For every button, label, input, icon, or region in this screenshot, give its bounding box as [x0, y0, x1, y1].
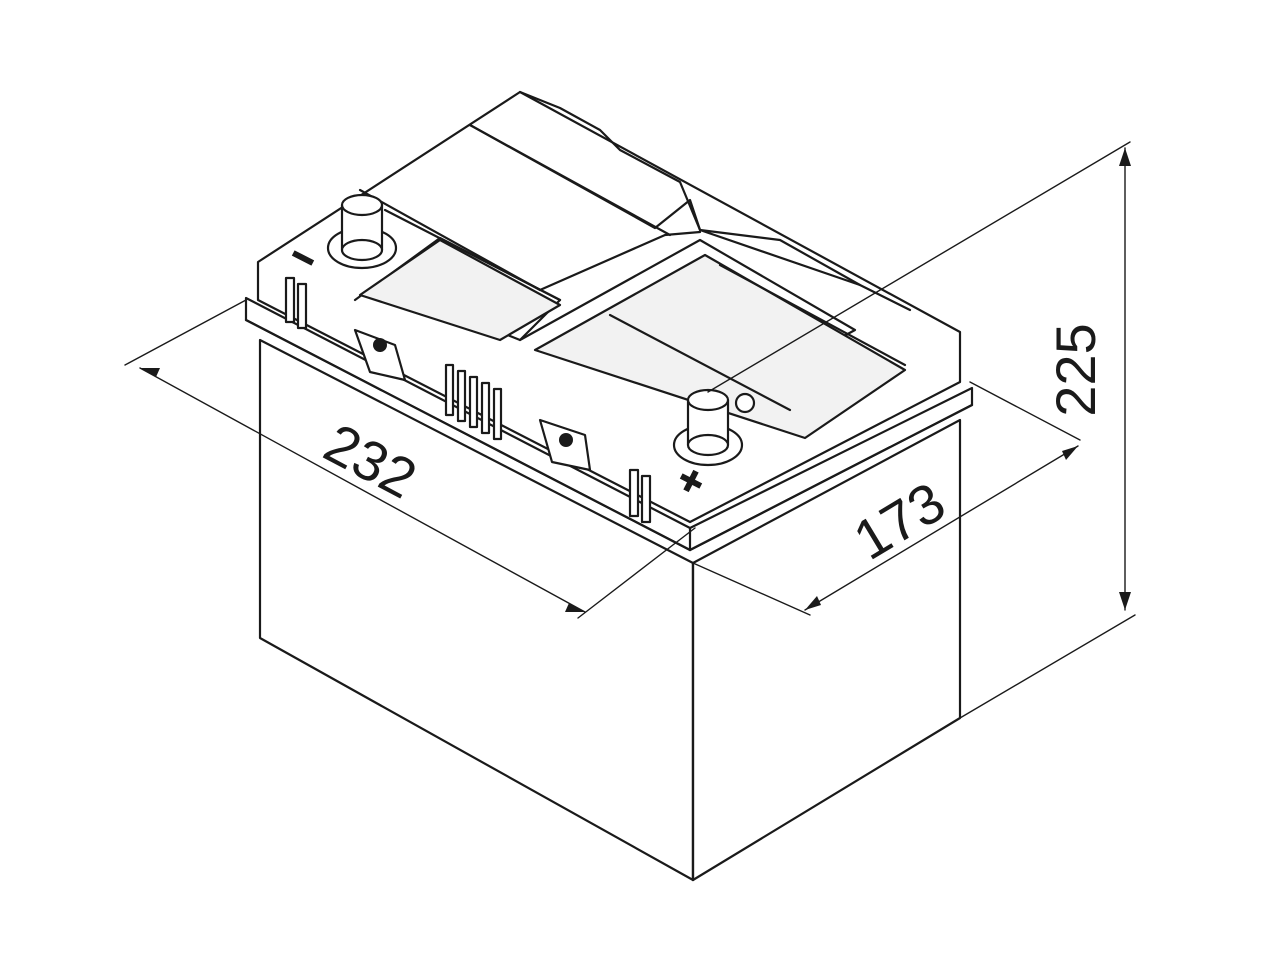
battery-clips: [353, 328, 756, 472]
height-label: 225: [1044, 323, 1107, 416]
terminal-left: [326, 193, 398, 270]
battery-lid-top: [256, 90, 962, 524]
dimension-height: [707, 141, 1136, 719]
dimension-width: [692, 381, 1081, 616]
battery-body: [258, 338, 962, 882]
battery-lid-rim: [244, 296, 974, 552]
battery-vent-ribs: [284, 276, 652, 524]
dimension-length: [124, 299, 696, 619]
terminal-right: [672, 388, 744, 467]
polarity-marks: [291, 250, 703, 493]
